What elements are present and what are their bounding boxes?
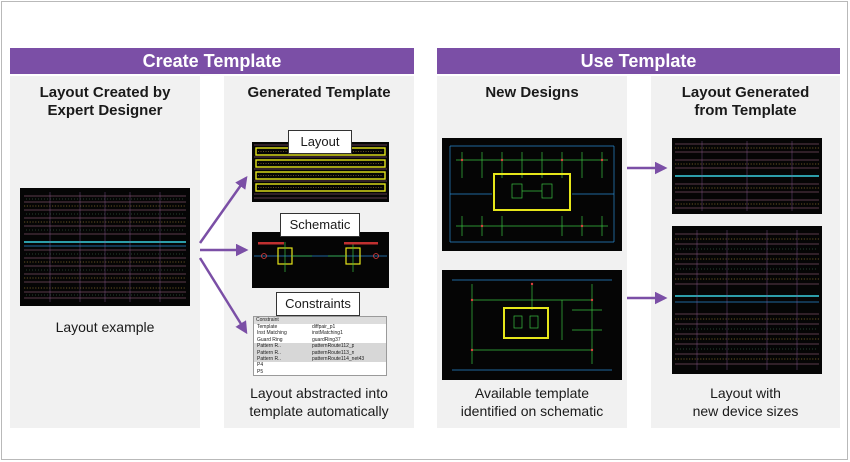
constraint-row: Inst Matching instMatching1 [254, 330, 386, 336]
layout-label-box: Layout [288, 130, 352, 154]
constraint-name: P5 [257, 368, 264, 375]
generated-template-caption: Layout abstracted into template automati… [224, 384, 414, 420]
constraint-value: guardRing37 [312, 336, 341, 343]
expert-layout-image [20, 188, 190, 306]
generated-layout-title-line1: Layout Generated [681, 84, 810, 101]
generated-layout-image-1 [672, 138, 822, 214]
constraint-value: diffpair_p1 [312, 324, 336, 330]
constraint-row: P5 [254, 369, 386, 375]
expert-title-line1: Layout Created by [39, 84, 171, 101]
constraint-name: Pattern R.. [257, 343, 281, 350]
new-designs-caption: Available template identified on schemat… [437, 384, 627, 420]
constraint-row: Pattern R.. patternRoute112_p [254, 343, 386, 350]
generated-layout-title-line2: from Template [694, 102, 797, 119]
constraints-label-box: Constraints [276, 292, 360, 316]
constraint-value: patternRoute113_n [312, 349, 355, 356]
constraint-row: Pattern R.. patternRoute114_net43 [254, 355, 386, 363]
expert-layout-caption: Layout example [55, 319, 155, 335]
generated-caption-line2: template automatically [249, 403, 389, 419]
generated-layout-title: Layout Generated from Template [651, 84, 840, 120]
template-schematic-image [252, 232, 389, 288]
generated-template-title: Generated Template [247, 84, 391, 101]
new-designs-caption-line2: identified on schematic [460, 403, 604, 419]
new-designs-title: New Designs [485, 84, 579, 101]
constraints-table: Constraint Template diffpair_p1 Inst Matc… [253, 316, 387, 376]
constraint-value: patternRoute114_net43 [312, 355, 365, 362]
constraint-row: Guard Ring guardRing37 [254, 337, 386, 343]
generated-caption-line1: Layout abstracted into [250, 385, 388, 401]
generated-layout-caption-line1: Layout with [710, 385, 781, 401]
generated-layout-caption-line2: new device sizes [692, 403, 799, 419]
expert-layout-title: Layout Created by Expert Designer [10, 84, 200, 120]
constraint-row: Pattern R.. patternRoute113_n [254, 349, 386, 356]
constraint-value: patternRoute112_p [312, 343, 355, 350]
constraint-name: Inst Matching [257, 330, 287, 337]
constraint-row: Template diffpair_p1 [254, 324, 386, 330]
use-template-banner: Use Template [437, 48, 840, 74]
generated-layout-caption: Layout with new device sizes [651, 384, 840, 420]
constraints-table-header: Constraint [254, 317, 386, 324]
new-design-schematic-1 [442, 138, 622, 251]
expert-title-line2: Expert Designer [47, 102, 163, 119]
new-designs-caption-line1: Available template [474, 385, 590, 401]
constraint-name: Guard Ring [257, 336, 283, 343]
constraint-value: instMatching1 [312, 330, 343, 337]
constraint-name: Pattern R.. [257, 349, 281, 356]
generated-layout-image-2 [672, 226, 822, 374]
new-design-schematic-2 [442, 270, 622, 380]
schematic-label-box: Schematic [280, 213, 360, 237]
create-template-banner: Create Template [10, 48, 414, 74]
constraint-name: Pattern R.. [257, 355, 281, 362]
constraint-name: Template [257, 324, 278, 330]
constraint-row: P4 [254, 362, 386, 368]
constraint-name: P4 [257, 362, 264, 369]
